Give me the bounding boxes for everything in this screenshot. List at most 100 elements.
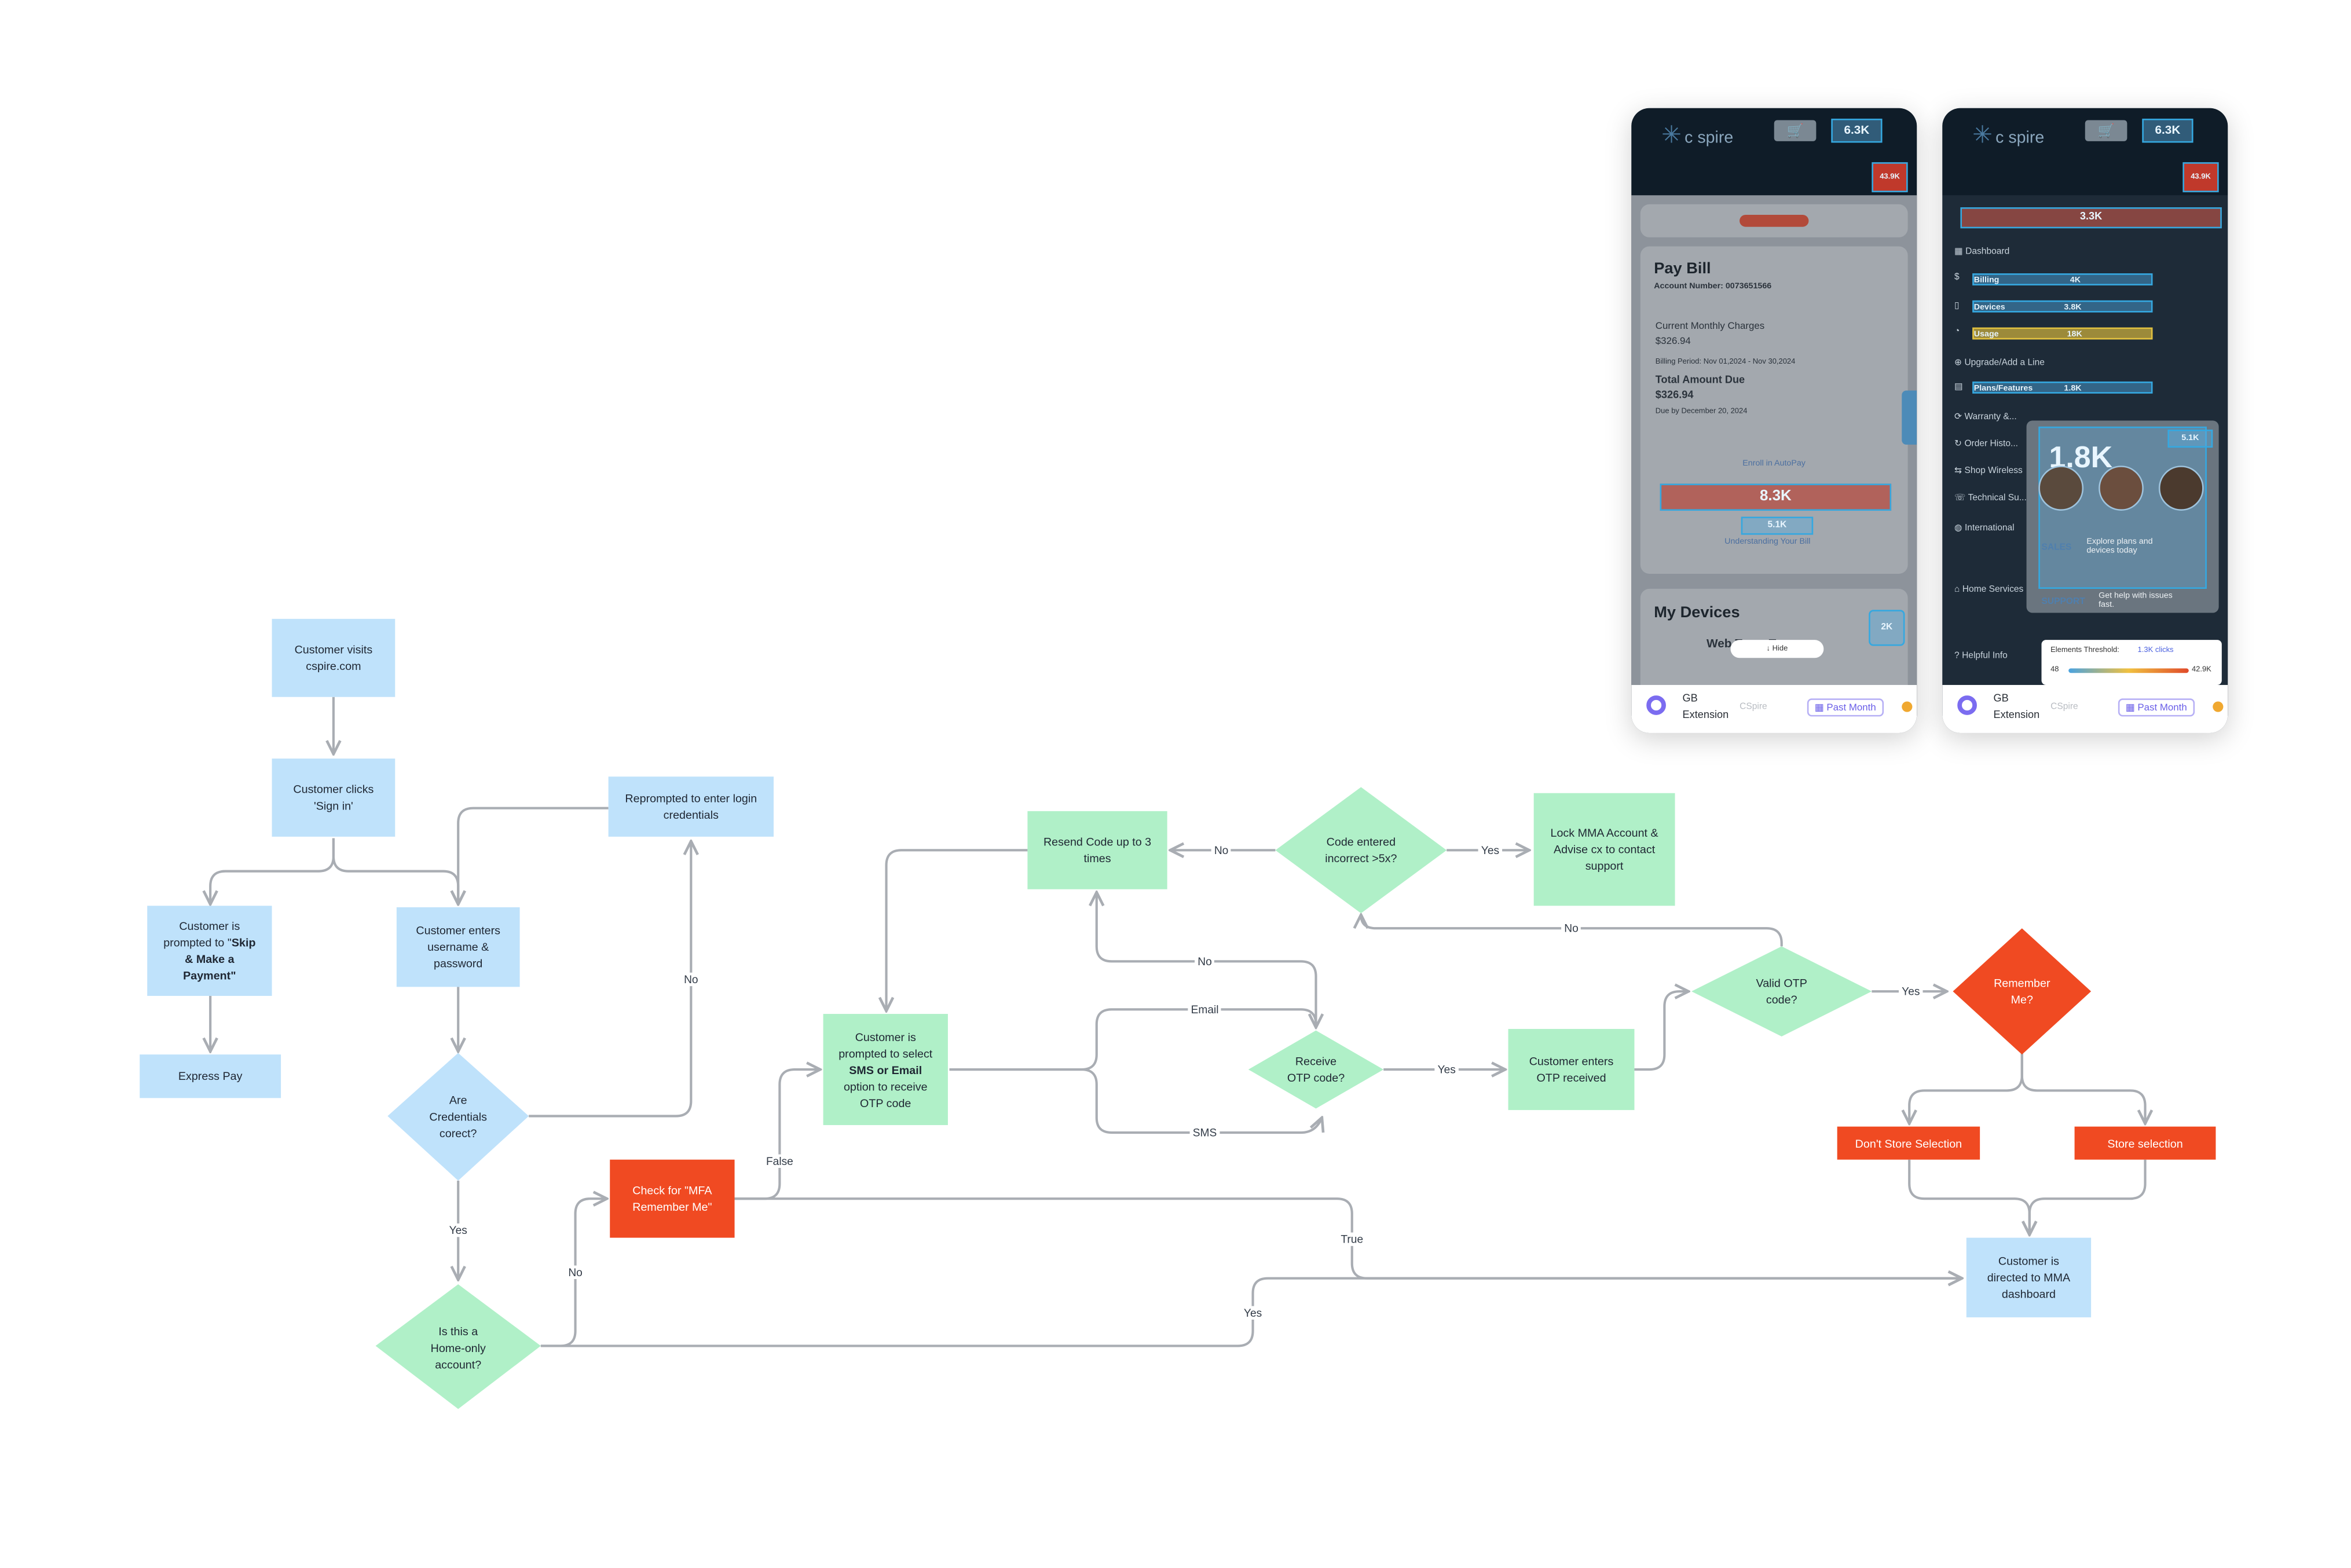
edge-label-true-mfa: True bbox=[1338, 1232, 1367, 1246]
menu-warranty[interactable]: ⟳ Warranty &... bbox=[1954, 413, 2017, 422]
node-lock-account[interactable]: Lock MMA Account & Advise cx to contact … bbox=[1533, 793, 1675, 906]
phone-body: Pay Bill Account Number: 0073651566 Curr… bbox=[1631, 195, 1917, 709]
my-devices-title: My Devices bbox=[1654, 603, 1740, 622]
decision-credentials[interactable]: Are Credentials corect? bbox=[429, 1093, 488, 1140]
heat-badge-corner[interactable]: 43.9K bbox=[2182, 162, 2219, 193]
sales-label[interactable]: SALES bbox=[2041, 544, 2072, 553]
node-express-pay[interactable]: Express Pay bbox=[140, 1054, 281, 1098]
feedback-tab[interactable] bbox=[1902, 390, 1917, 445]
decision-receive-otp[interactable]: Receive OTP code? bbox=[1287, 1054, 1345, 1085]
edge-label-sms: SMS bbox=[1189, 1126, 1220, 1140]
threshold-slider[interactable] bbox=[2068, 668, 2189, 673]
edge-label-no-code: No bbox=[1211, 843, 1232, 857]
phone-screenshot-pay-bill: ✳c spire 🛒 6.3K 43.9K Pay Bill Account N… bbox=[1631, 108, 1917, 733]
edge-signin-skip bbox=[210, 838, 335, 904]
edge-otpselect-sms bbox=[949, 1068, 1322, 1134]
extension-footer: GB Extension CSpire ▦ Past Month bbox=[1942, 684, 2228, 733]
decision-valid-otp[interactable]: Valid OTP code? bbox=[1756, 976, 1807, 1007]
menu-shop[interactable]: ⇆ Shop Wireless bbox=[1954, 467, 2023, 477]
site-selector[interactable]: CSpire bbox=[1740, 703, 1767, 712]
cart-icon[interactable]: 🛒 bbox=[2085, 120, 2127, 141]
status-dot-icon bbox=[1902, 701, 1913, 712]
decision-valid-otp-shape bbox=[1691, 946, 1872, 1036]
node-customer-visits[interactable]: Customer visits cspire.com bbox=[272, 618, 396, 697]
node-resend-code[interactable]: Resend Code up to 3 times bbox=[1027, 811, 1167, 889]
account-number: Account Number: 0073651566 bbox=[1654, 282, 1772, 292]
hide-button[interactable]: ↓ Hide bbox=[1730, 640, 1824, 658]
period-selector[interactable]: ▦ Past Month bbox=[2118, 698, 2195, 717]
understanding-bill-link[interactable]: Understanding Your Bill bbox=[1724, 537, 1811, 547]
status-dot-icon bbox=[2213, 701, 2224, 712]
node-check-mfa-remember[interactable]: Check for "MFA Remember Me" bbox=[610, 1159, 735, 1238]
site-selector[interactable]: CSpire bbox=[2050, 703, 2078, 712]
heat-badge-corner[interactable]: 43.9K bbox=[1872, 162, 1908, 193]
menu-devices[interactable]: ▯ bbox=[1954, 302, 1960, 311]
heat-badge-cart[interactable]: 6.3K bbox=[2142, 118, 2193, 143]
decision-home-only[interactable]: Is this a Home-only account? bbox=[430, 1324, 486, 1371]
cart-icon[interactable]: 🛒 bbox=[1774, 120, 1817, 141]
skip-payment-text: Customer is prompted to " bbox=[163, 919, 240, 950]
enroll-autopay-link[interactable]: Enroll in AutoPay bbox=[1742, 459, 1806, 469]
decision-remember-me[interactable]: Remember Me? bbox=[1994, 976, 2050, 1007]
heat-badge-add-line[interactable]: 3.3K bbox=[1960, 207, 2222, 229]
menu-home-services[interactable]: ⌂ Home Services bbox=[1954, 585, 2024, 595]
menu-upgrade[interactable]: ⊕ Upgrade/Add a Line bbox=[1954, 359, 2045, 368]
heat-badge-details[interactable]: 5.1K bbox=[1741, 516, 1814, 535]
edge-label-yes-home: Yes bbox=[1240, 1306, 1265, 1320]
edge-label-no-home: No bbox=[565, 1265, 586, 1279]
period-selector[interactable]: ▦ Past Month bbox=[1807, 698, 1884, 717]
menu-order-history[interactable]: ↻ Order Histo... bbox=[1954, 440, 2019, 449]
edge-otpselect-email bbox=[949, 1008, 1316, 1071]
threshold-panel: Elements Threshold: 1.3K clicks 48 42.9K bbox=[2041, 640, 2222, 685]
heat-badge-pay[interactable]: 8.3K bbox=[1660, 483, 1892, 511]
edge-valid-code-incorrect bbox=[1361, 915, 1783, 947]
edge-dont-dashboard bbox=[1908, 1159, 2030, 1235]
decision-home-only-shape bbox=[375, 1284, 541, 1409]
decision-remember-me-shape bbox=[1953, 928, 2092, 1055]
node-skip-make-payment[interactable]: Customer is prompted to "Skip & Make a P… bbox=[147, 906, 272, 996]
skip-payment-bold-text: Skip & Make a Payment" bbox=[183, 936, 256, 983]
extension-logo-icon bbox=[1646, 695, 1666, 715]
node-customer-clicks-sign-in[interactable]: Customer clicks 'Sign in' bbox=[272, 759, 396, 837]
cspire-logo: ✳c spire bbox=[1661, 123, 1734, 149]
node-mma-dashboard[interactable]: Customer is directed to MMA dashboard bbox=[1966, 1237, 2092, 1318]
pay-now-button[interactable] bbox=[1740, 214, 1809, 227]
node-otp-method-prompt[interactable]: Customer is prompted to select SMS or Em… bbox=[823, 1014, 948, 1126]
menu-tech[interactable]: ☏ Technical Su... bbox=[1954, 494, 2027, 504]
edge-resend-otpselect bbox=[887, 849, 1028, 1011]
menu-dashboard[interactable]: ▦ Dashboard bbox=[1954, 248, 2010, 257]
menu-billing[interactable]: $ bbox=[1954, 273, 1960, 283]
support-text: Get help with issues fast. bbox=[2099, 592, 2173, 610]
phone-screenshot-menu: ✳c spire 🛒 6.3K 43.9K 3.3K ▦ Dashboard $… bbox=[1942, 108, 2228, 733]
node-enter-credentials[interactable]: Customer enters username & password bbox=[396, 907, 520, 987]
threshold-min: 48 bbox=[2050, 665, 2059, 675]
otp-prompt-bold-text: SMS or Email bbox=[849, 1063, 922, 1076]
node-reprompted-login[interactable]: Reprompted to enter login credentials bbox=[608, 776, 774, 837]
phone-header: ✳c spire 🛒 6.3K 43.9K bbox=[1631, 108, 1917, 196]
decision-code-incorrect[interactable]: Code entered incorrect >5x? bbox=[1325, 835, 1397, 866]
menu-plans[interactable]: ▤ bbox=[1954, 383, 1963, 393]
cspire-logo: ✳c spire bbox=[1972, 123, 2045, 149]
menu-helpful-info[interactable]: ? Helpful Info bbox=[1954, 651, 2008, 661]
menu-international[interactable]: ◍ International bbox=[1954, 524, 2015, 533]
heat-badge-floating[interactable]: 2K bbox=[1869, 610, 1905, 646]
phone-header: ✳c spire 🛒 6.3K 43.9K bbox=[1942, 108, 2228, 196]
agent-avatar bbox=[2038, 466, 2084, 511]
node-enter-otp[interactable]: Customer enters OTP received bbox=[1508, 1029, 1635, 1111]
support-popup: 1.8K SALES Explore plans and devices tod… bbox=[2026, 420, 2219, 613]
extension-name: GB Extension bbox=[1682, 694, 1729, 720]
node-store-selection[interactable]: Store selection bbox=[2074, 1126, 2216, 1160]
edge-label-yes-code: Yes bbox=[1478, 843, 1503, 857]
node-dont-store-selection[interactable]: Don't Store Selection bbox=[1837, 1126, 1980, 1160]
support-label[interactable]: SUPPORT bbox=[2041, 598, 2085, 607]
heat-badge-cart[interactable]: 6.3K bbox=[1831, 118, 1883, 143]
menu-usage[interactable]: ◔ bbox=[1954, 327, 1960, 337]
extension-footer: GB Extension CSpire ▦ Past Month bbox=[1631, 684, 1917, 733]
heat-badge-small[interactable]: 5.1K bbox=[2167, 429, 2213, 448]
